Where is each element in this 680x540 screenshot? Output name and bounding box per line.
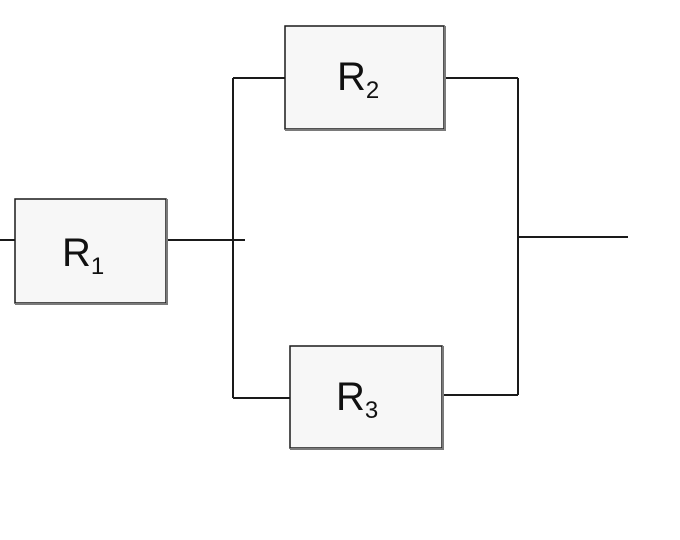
- resistor-r2-box: [284, 25, 445, 130]
- wires: [0, 77, 628, 399]
- resistor-r1-index: 1: [91, 253, 104, 280]
- resistor-r3-label: R3: [336, 375, 378, 424]
- resistor-r3-symbol: R: [336, 375, 365, 419]
- resistor-r1: R1: [14, 198, 168, 305]
- resistor-r3-index: 3: [365, 397, 378, 424]
- resistor-r2-index: 2: [366, 77, 379, 104]
- resistor-r3-shadow: [290, 346, 444, 450]
- resistor-r1-shadow: [15, 199, 168, 305]
- resistor-r2-shadow: [285, 26, 446, 131]
- resistor-r3-box: [289, 345, 443, 449]
- resistor-r2: R2: [284, 25, 446, 131]
- resistor-r2-symbol: R: [337, 55, 366, 99]
- resistor-r2-label: R2: [337, 55, 379, 104]
- resistor-r3: R3: [289, 345, 444, 450]
- resistor-r1-label: R1: [62, 231, 104, 280]
- resistor-r1-symbol: R: [62, 231, 91, 275]
